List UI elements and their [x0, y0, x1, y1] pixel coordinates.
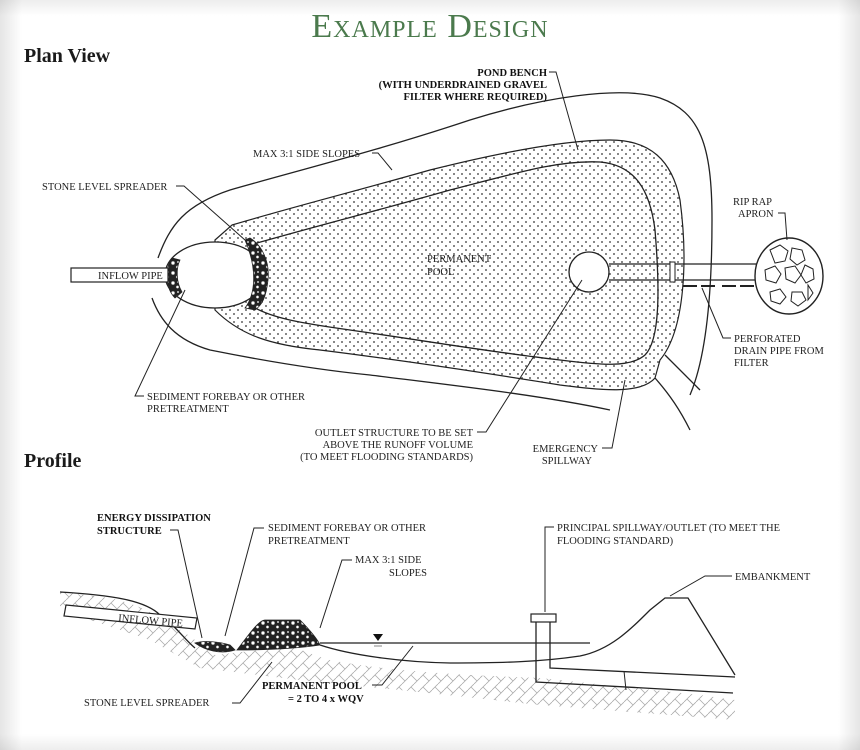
svg-text:RIP RAP: RIP RAP — [733, 197, 772, 208]
plan-view-heading: Plan View — [24, 45, 111, 67]
profile-stone-spreader-label: STONE LEVEL SPREADER — [84, 661, 273, 709]
principal-spillway-label: PRINCIPAL SPILLWAY/OUTLET (TO MEET THE F… — [544, 523, 780, 612]
svg-text:EMERGENCY: EMERGENCY — [533, 444, 599, 455]
svg-text:SEDIMENT FOREBAY OR OTHER: SEDIMENT FOREBAY OR OTHER — [268, 523, 426, 534]
svg-text:SLOPES: SLOPES — [389, 568, 427, 579]
profile-heading: Profile — [24, 450, 82, 472]
page-title: Example Design — [311, 8, 549, 45]
water-surface-icon — [373, 634, 383, 641]
svg-text:PRETREATMENT: PRETREATMENT — [268, 536, 350, 547]
profile-side-slopes-label: MAX 3:1 SIDE SLOPES — [319, 555, 427, 629]
svg-text:OUTLET STRUCTURE TO BE SET: OUTLET STRUCTURE TO BE SET — [315, 428, 474, 439]
profile-sediment-forebay-label: SEDIMENT FOREBAY OR OTHER PRETREATMENT — [224, 523, 426, 637]
inflow-pipe — [70, 267, 169, 283]
permanent-pool-label: PERMANENT POOL — [427, 254, 492, 278]
svg-text:STRUCTURE: STRUCTURE — [97, 526, 162, 537]
outer-slope-line-bottom — [151, 297, 611, 411]
svg-text:(TO MEET FLOODING STANDARDS): (TO MEET FLOODING STANDARDS) — [300, 452, 473, 463]
pond-bench-label: POND BENCH (WITH UNDERDRAINED GRAVEL FIL… — [379, 68, 579, 151]
svg-text:PRINCIPAL SPILLWAY/OUTLET (TO: PRINCIPAL SPILLWAY/OUTLET (TO MEET THE — [557, 523, 780, 534]
svg-text:ENERGY DISSIPATION: ENERGY DISSIPATION — [97, 513, 211, 524]
stone-spreader-label: STONE LEVEL SPREADER — [42, 182, 246, 241]
outlet-structure-label: OUTLET STRUCTURE TO BE SET ABOVE THE RUN… — [300, 279, 583, 463]
profile-view: INFLOW PIPE ENERGY DISSIPATION STRUCTURE… — [59, 513, 811, 720]
svg-text:STONE LEVEL SPREADER: STONE LEVEL SPREADER — [42, 182, 167, 193]
energy-dissipation-label: ENERGY DISSIPATION STRUCTURE — [97, 513, 211, 639]
emergency-spillway-label: EMERGENCY SPILLWAY — [533, 379, 626, 467]
outlet-riser — [568, 251, 610, 293]
svg-text:MAX 3:1 SIDE: MAX 3:1 SIDE — [355, 555, 422, 566]
svg-text:MAX 3:1 SIDE SLOPES: MAX 3:1 SIDE SLOPES — [253, 149, 360, 160]
svg-text:(WITH UNDERDRAINED GRAVEL: (WITH UNDERDRAINED GRAVEL — [379, 80, 547, 91]
svg-text:POND BENCH: POND BENCH — [477, 68, 547, 79]
plan-inflow-pipe-label: INFLOW PIPE — [98, 271, 163, 282]
energy-dissipation-stones — [194, 641, 236, 653]
svg-text:PERMANENT: PERMANENT — [427, 254, 492, 265]
embankment-label: EMBANKMENT — [669, 572, 811, 597]
svg-text:PRETREATMENT: PRETREATMENT — [147, 404, 229, 415]
svg-text:ABOVE THE RUNOFF VOLUME: ABOVE THE RUNOFF VOLUME — [323, 440, 473, 451]
svg-text:DRAIN PIPE FROM: DRAIN PIPE FROM — [734, 346, 825, 357]
profile-riser-cap — [530, 613, 557, 623]
outer-slope-line — [157, 92, 713, 396]
svg-text:EMBANKMENT: EMBANKMENT — [735, 572, 811, 583]
profile-outlet-pipe — [535, 622, 736, 694]
svg-text:STONE LEVEL SPREADER: STONE LEVEL SPREADER — [84, 698, 209, 709]
svg-text:= 2 TO 4 x WQV: = 2 TO 4 x WQV — [288, 694, 364, 705]
svg-text:FILTER: FILTER — [734, 358, 769, 369]
sediment-forebay-label: SEDIMENT FOREBAY OR OTHER PRETREATMENT — [134, 289, 305, 415]
svg-text:PERMANENT POOL: PERMANENT POOL — [262, 681, 362, 692]
svg-text:FILTER WHERE REQUIRED): FILTER WHERE REQUIRED) — [403, 92, 547, 103]
ground-line — [59, 591, 196, 649]
plan-view: INFLOW PIPE POND BENCH (WITH UNDERDRAINE… — [42, 68, 825, 467]
svg-text:PERFORATED: PERFORATED — [734, 334, 801, 345]
outlet-barrel — [609, 263, 758, 281]
ground-hatch — [60, 592, 735, 720]
svg-text:APRON: APRON — [738, 209, 774, 220]
svg-text:FLOODING STANDARD): FLOODING STANDARD) — [557, 536, 674, 547]
perforated-drain-label: PERFORATED DRAIN PIPE FROM FILTER — [701, 287, 825, 369]
svg-text:POOL: POOL — [427, 267, 454, 278]
svg-text:SEDIMENT FOREBAY OR OTHER: SEDIMENT FOREBAY OR OTHER — [147, 392, 305, 403]
side-slopes-label: MAX 3:1 SIDE SLOPES — [253, 149, 393, 171]
pool-edge — [249, 161, 659, 365]
rip-rap-apron — [754, 237, 824, 315]
rip-rap-label: RIP RAP APRON — [733, 197, 788, 241]
profile-permanent-pool-label: PERMANENT POOL = 2 TO 4 x WQV — [262, 645, 414, 705]
profile-stone-spreader — [236, 619, 321, 651]
stone-level-spreader — [244, 237, 269, 311]
svg-text:SPILLWAY: SPILLWAY — [542, 456, 593, 467]
